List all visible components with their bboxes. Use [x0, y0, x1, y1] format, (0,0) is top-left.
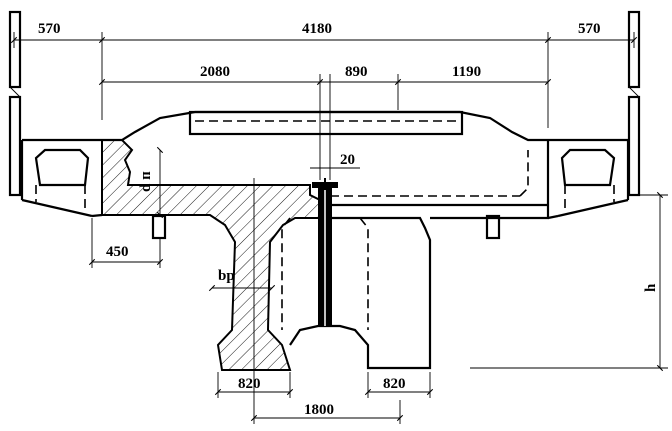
left-girder-dashes	[165, 184, 310, 330]
right-sidewalk	[548, 138, 630, 218]
right-anchor	[485, 214, 501, 240]
dim-total-width: 4180	[302, 21, 332, 37]
dim-left-span: 2080	[200, 64, 230, 80]
dim-right-span: 1190	[452, 64, 481, 80]
dim-right-web-width: 820	[383, 376, 406, 392]
dim-left-cantilever: 570	[38, 21, 61, 37]
dim-left-web-width: 820	[238, 376, 261, 392]
left-anchor	[151, 214, 167, 240]
joint-plate	[312, 178, 338, 326]
dim-web-thickness: bp	[218, 268, 235, 284]
dim-middle-span: 890	[345, 64, 368, 80]
left-sidewalk	[20, 138, 102, 218]
deck-top-profile	[102, 110, 548, 142]
dim-right-cantilever: 570	[578, 21, 601, 37]
dimension-lines	[10, 32, 668, 424]
left-railing	[8, 10, 22, 197]
dim-slab-thickness: d п	[138, 171, 154, 192]
dim-web-spacing: 1800	[304, 402, 334, 418]
dim-joint-gap: 20	[340, 152, 355, 168]
dim-girder-height: h	[643, 283, 659, 292]
dim-left-overhang: 450	[106, 244, 129, 260]
